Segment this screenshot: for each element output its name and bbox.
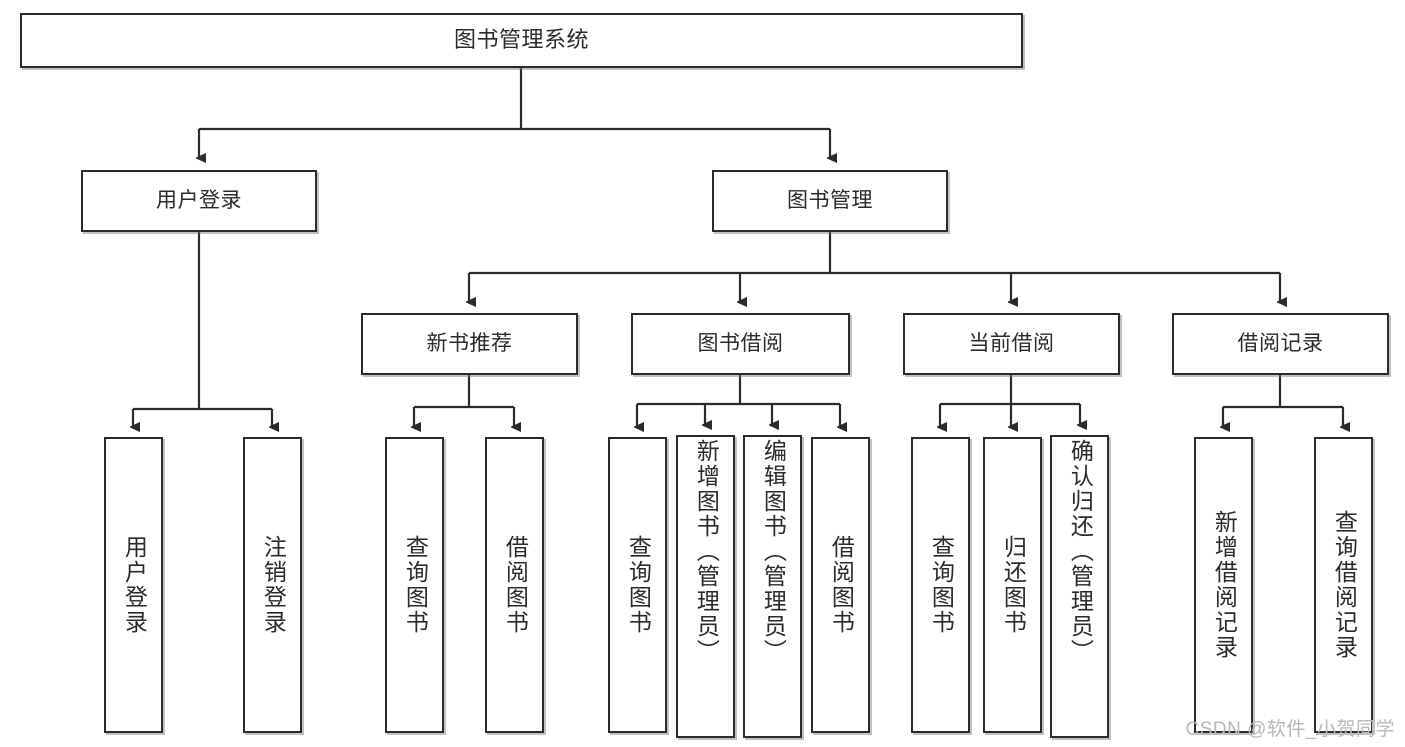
leaf-label: 查询图书 [625, 535, 652, 635]
node-current-borrow[interactable]: 当前借阅 [903, 313, 1120, 375]
leaf-book-borrow-borrow-book[interactable]: 借阅图书 [811, 437, 870, 733]
node-root-book-management-system[interactable]: 图书管理系统 [20, 13, 1023, 68]
leaf-label: 注销登录 [260, 535, 287, 635]
leaf-current-borrow-query-book[interactable]: 查询图书 [911, 437, 970, 733]
leaf-label: 新增借阅记录 [1211, 510, 1238, 660]
node-label: 图书管理 [787, 189, 873, 213]
node-label: 借阅记录 [1237, 332, 1324, 356]
node-label: 图书管理系统 [453, 27, 589, 53]
leaf-book-borrow-add-book-admin[interactable]: 新增图书（管理员） [676, 435, 735, 738]
leaf-label: 新增图书（管理员） [693, 439, 720, 664]
leaf-label: 借阅图书 [502, 535, 529, 635]
node-book-management[interactable]: 图书管理 [712, 170, 948, 232]
leaf-label: 确认归还（管理员） [1067, 439, 1094, 664]
leaf-label: 借阅图书 [828, 535, 855, 635]
node-label: 用户登录 [156, 189, 242, 213]
leaf-user-login-login[interactable]: 用户登录 [104, 437, 163, 733]
node-user-login[interactable]: 用户登录 [81, 170, 317, 232]
leaf-label: 用户登录 [121, 535, 148, 635]
leaf-label: 归还图书 [1000, 535, 1027, 635]
node-new-book-recommend[interactable]: 新书推荐 [361, 313, 578, 375]
leaf-book-borrow-query-book[interactable]: 查询图书 [608, 437, 667, 733]
leaf-current-borrow-confirm-return-admin[interactable]: 确认归还（管理员） [1050, 435, 1109, 738]
leaf-new-book-borrow-book[interactable]: 借阅图书 [485, 437, 544, 733]
leaf-new-book-query-book[interactable]: 查询图书 [385, 437, 444, 733]
leaf-label: 编辑图书（管理员） [760, 439, 787, 664]
leaf-borrow-record-add-record[interactable]: 新增借阅记录 [1194, 437, 1253, 733]
node-label: 图书借阅 [697, 332, 784, 356]
leaf-current-borrow-return-book[interactable]: 归还图书 [983, 437, 1042, 733]
leaf-book-borrow-edit-book-admin[interactable]: 编辑图书（管理员） [743, 435, 802, 738]
node-label: 新书推荐 [426, 332, 513, 356]
leaf-label: 查询图书 [402, 535, 429, 635]
watermark-text: CSDN @软件_小贺同学 [1185, 719, 1395, 740]
node-book-borrow[interactable]: 图书借阅 [631, 313, 850, 375]
leaf-label: 查询图书 [928, 535, 955, 635]
leaf-user-login-logout[interactable]: 注销登录 [243, 437, 302, 733]
leaf-label: 查询借阅记录 [1331, 510, 1358, 660]
leaf-borrow-record-query-record[interactable]: 查询借阅记录 [1314, 437, 1373, 733]
node-label: 当前借阅 [968, 332, 1055, 356]
node-borrow-record[interactable]: 借阅记录 [1172, 313, 1389, 375]
